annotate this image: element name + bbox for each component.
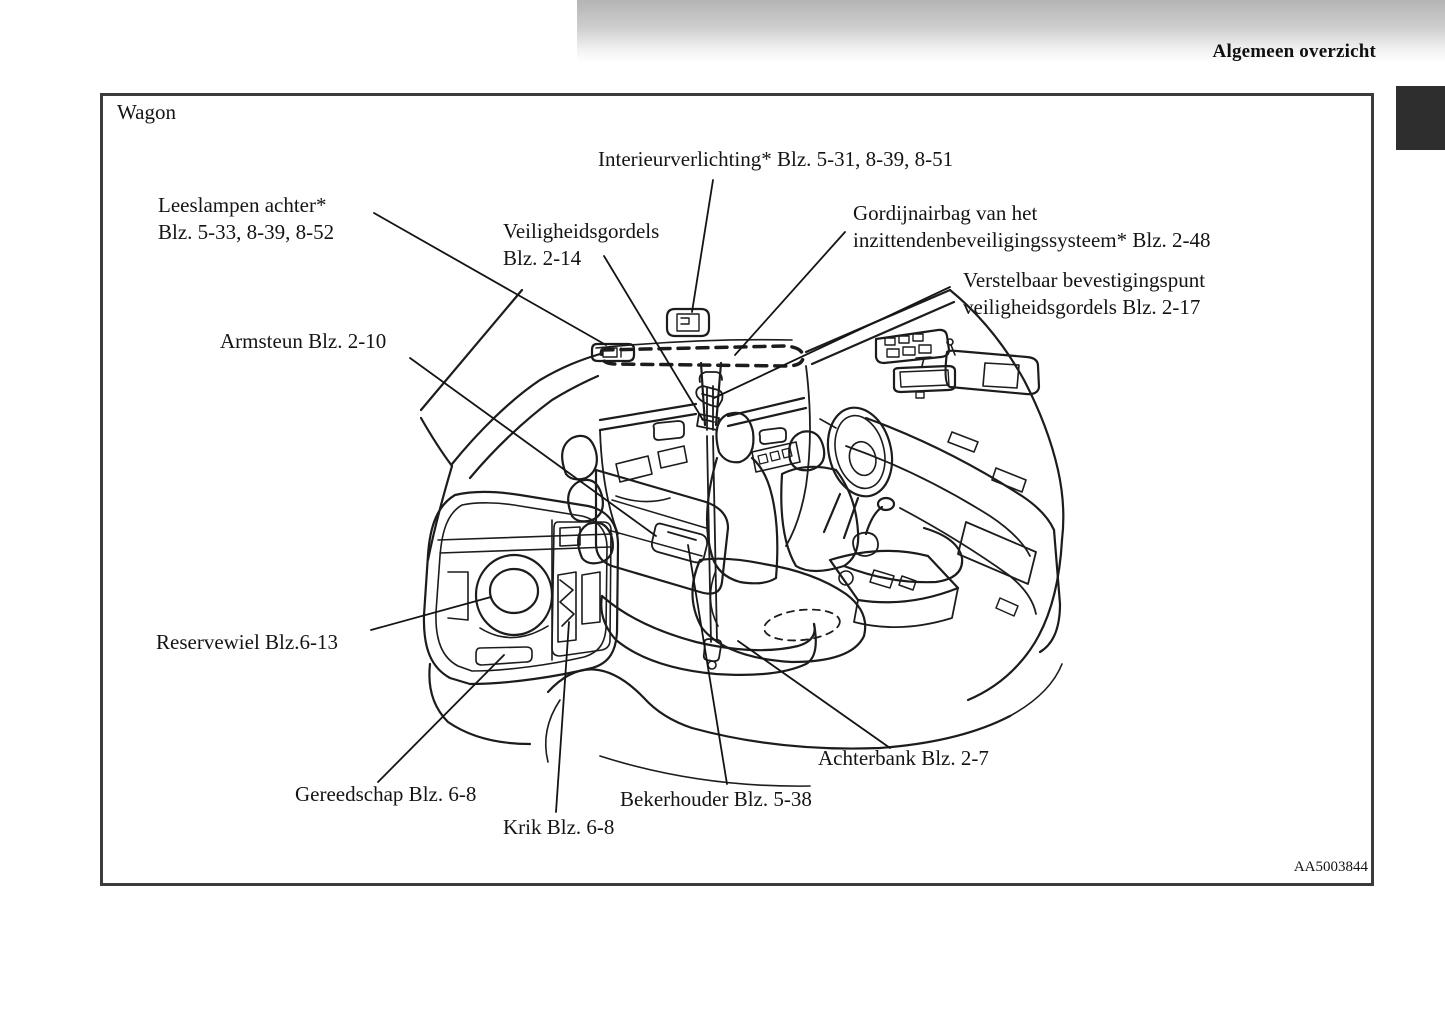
chapter-index-tab xyxy=(1396,86,1445,150)
callout-gereedschap: Gereedschap Blz. 6-8 xyxy=(295,782,477,806)
callout-leeslampen: Leeslampen achter* Blz. 5-33, 8-39, 8-52 xyxy=(158,193,335,244)
page-header-title: Algemeen overzicht xyxy=(1212,41,1376,62)
callout-reservewiel: Reservewiel Blz.6-13 xyxy=(156,630,338,654)
callout-verstelbaar: Verstelbaar bevestigingspunt veiligheids… xyxy=(963,268,1206,319)
figure-reference-code: AA5003844 xyxy=(1293,859,1368,875)
callout-krik: Krik Blz. 6-8 xyxy=(503,815,615,839)
callout-veiligheidsgordels: Veiligheidsgordels Blz. 2-14 xyxy=(503,219,660,270)
callout-gordijnairbag: Gordijnairbag van het inzittendenbeveili… xyxy=(853,201,1211,252)
callout-armsteun: Armsteun Blz. 2-10 xyxy=(220,329,387,353)
callout-interieurverlichting: Interieurverlichting* Blz. 5-31, 8-39, 8… xyxy=(598,147,954,171)
callout-bekerhouder: Bekerhouder Blz. 5-38 xyxy=(620,787,812,811)
header-gradient-band xyxy=(577,0,1445,63)
callout-achterbank: Achterbank Blz. 2-7 xyxy=(818,746,989,770)
figure-title: Wagon xyxy=(117,100,176,124)
